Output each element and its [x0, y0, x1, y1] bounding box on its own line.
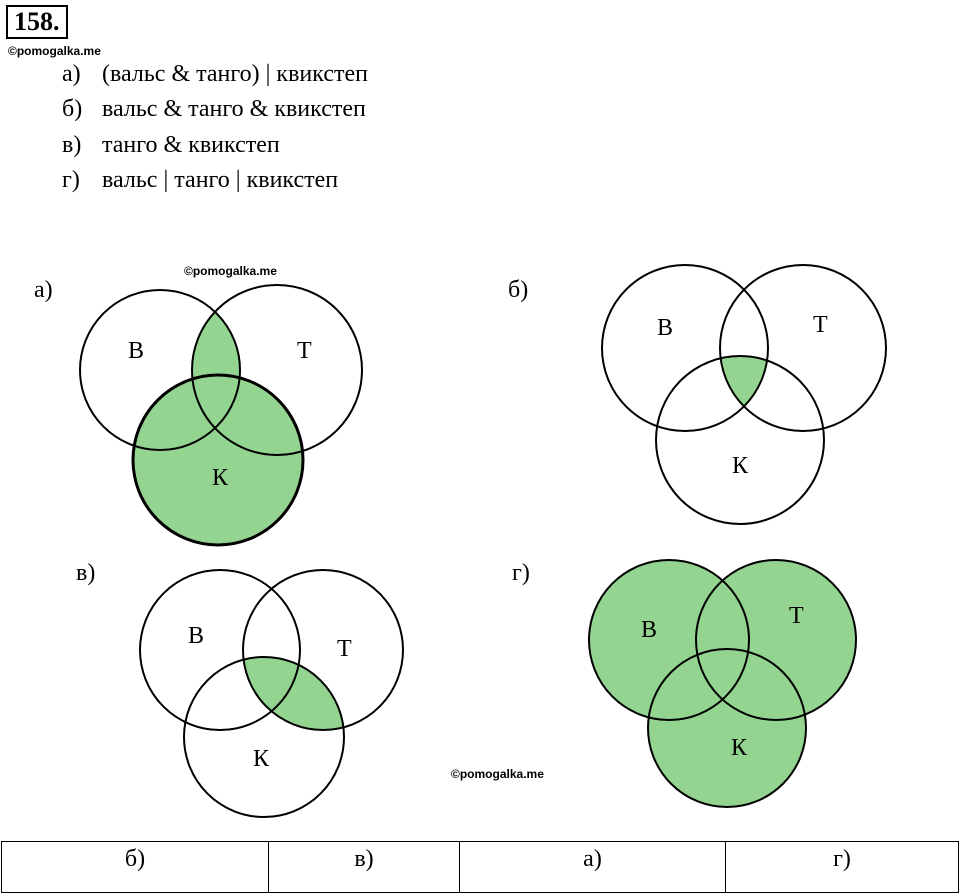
set-label-v: В [188, 623, 204, 649]
expression-b: б) вальс & танго & квикстеп [62, 95, 366, 123]
circle-t [719, 264, 887, 432]
set-label-t: Т [337, 636, 352, 662]
shaded-region-k [648, 649, 806, 807]
circle-k [655, 355, 825, 525]
set-label-k: К [253, 746, 270, 772]
set-label-v: В [128, 338, 144, 364]
set-label-v: В [641, 617, 657, 643]
expression-a: а) (вальс & танго) | квикстеп [62, 60, 368, 88]
expression-text: вальс | танго | квикстеп [102, 167, 339, 193]
set-label-k: К [732, 453, 749, 479]
circle-v [601, 264, 769, 432]
watermark: ©pomogalka.me [451, 767, 544, 781]
set-label-v: В [657, 315, 673, 341]
diagram-label-b: б) [508, 277, 529, 303]
expression-label: г) [62, 167, 80, 193]
set-label-k: К [731, 735, 748, 761]
expression-c: в) танго & квикстеп [62, 131, 280, 159]
circle-v [79, 289, 241, 451]
expression-label: б) [62, 96, 83, 122]
set-label-t: Т [789, 603, 804, 629]
circle-v [588, 559, 750, 721]
answer-cell: б) [1, 841, 269, 893]
circle-k [131, 373, 305, 547]
expression-label: в) [62, 132, 82, 158]
expression-label: а) [62, 61, 81, 87]
shaded-region-t-and-k [243, 657, 344, 730]
expression-text: танго & квикстеп [102, 132, 280, 158]
venn-b: В Т К [601, 264, 887, 525]
watermark: ©pomogalka.me [8, 44, 101, 58]
circle-t [242, 569, 404, 731]
circle-k [647, 648, 807, 808]
diagram-label-d: г) [512, 560, 530, 586]
venn-a: В Т К [79, 284, 363, 547]
expression-text: вальс & танго & квикстеп [102, 96, 366, 122]
diagram-label-a: а) [34, 277, 53, 303]
venn-diagrams: В Т К В Т К В Т К В Т К [79, 264, 887, 818]
circle-k [183, 656, 345, 818]
table-row: б) в) а) г) [1, 841, 959, 893]
task-number: 158. [6, 5, 68, 39]
answer-cell: в) [268, 841, 460, 893]
set-label-t: Т [813, 312, 828, 338]
set-label-t: Т [297, 338, 312, 364]
answer-cell: г) [725, 841, 959, 893]
expression-d: г) вальс | танго | квикстеп [62, 166, 338, 194]
diagram-label-c: в) [76, 560, 96, 586]
venn-d: В Т К [588, 559, 857, 808]
set-label-k: К [212, 465, 229, 491]
expression-text: (вальс & танго) | квикстеп [102, 61, 368, 87]
circle-v [139, 569, 301, 731]
circle-t [191, 284, 363, 456]
answer-cell: а) [459, 841, 726, 893]
answer-table: б) в) а) г) [1, 841, 959, 893]
venn-c: В Т К [139, 569, 404, 818]
watermark: ©pomogalka.me [184, 264, 277, 278]
shaded-region-k [133, 375, 303, 545]
circle-t [695, 559, 857, 721]
